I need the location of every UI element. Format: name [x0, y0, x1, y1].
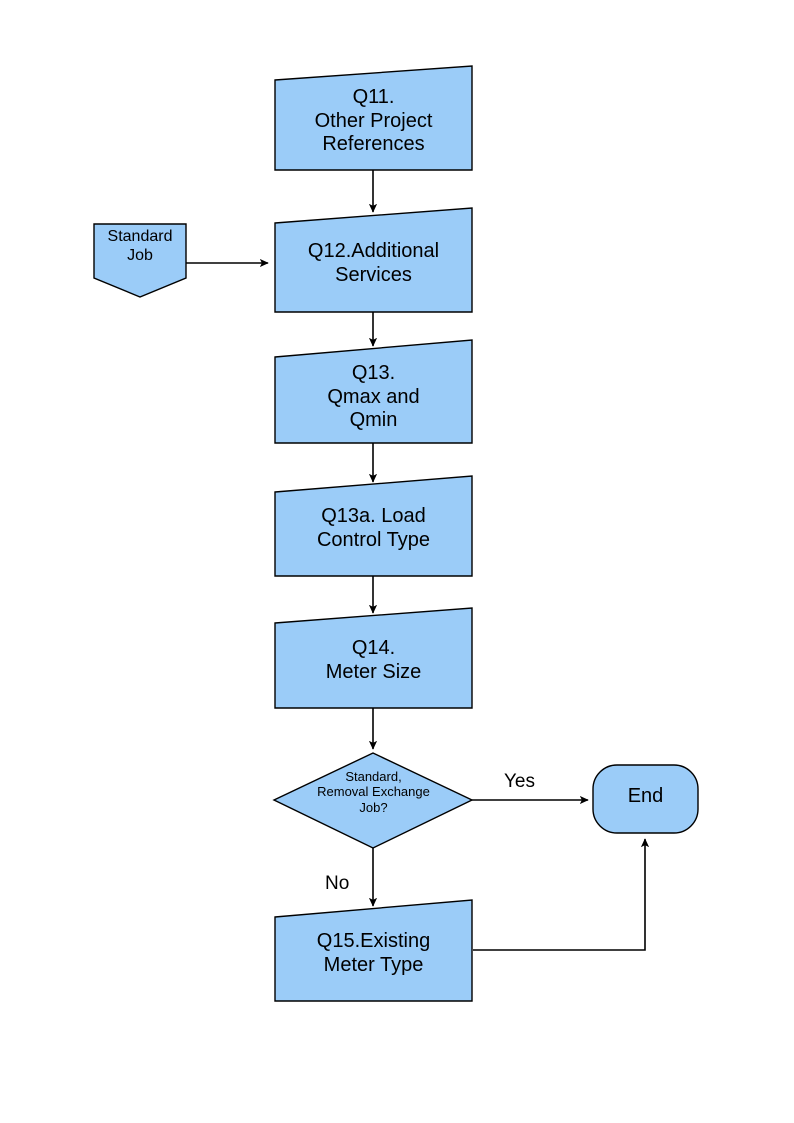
node-q15-shape[interactable] — [274, 899, 473, 1002]
node-end-shape[interactable] — [592, 764, 699, 834]
node-q11-shape[interactable] — [274, 65, 473, 171]
node-standard-job-shape[interactable] — [93, 223, 187, 298]
node-q14-shape[interactable] — [274, 607, 473, 709]
node-q13-shape[interactable] — [274, 339, 473, 444]
edge-label-no: No — [325, 873, 350, 894]
node-q12-shape[interactable] — [274, 207, 473, 313]
edge-label-yes: Yes — [504, 771, 535, 792]
node-decision-shape[interactable] — [272, 752, 474, 849]
node-q13a-shape[interactable] — [274, 475, 473, 577]
edge-q15-to-end — [473, 838, 650, 951]
